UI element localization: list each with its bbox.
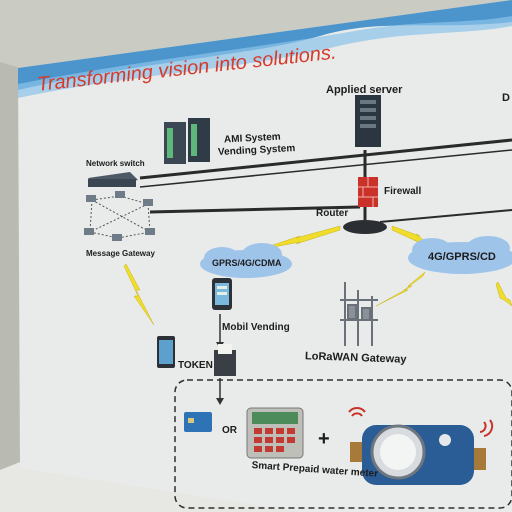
cloud-right-shape: [408, 236, 512, 274]
meter-dashed-box: [174, 379, 512, 509]
receipt-printer-icon: [214, 344, 236, 376]
wave-banner: [18, 0, 512, 90]
router-right-line: [379, 209, 512, 223]
ami-server-icon: [164, 118, 210, 164]
mobil-vending-label: Mobil Vending: [222, 322, 290, 333]
token-label: TOKEN: [178, 360, 213, 371]
mobile-phone-icon: [212, 278, 232, 310]
token-tablet-icon: [157, 336, 175, 368]
backbone-line-top: [139, 138, 512, 180]
wifi-signal-icons: [348, 407, 494, 437]
water-meter-icon: [350, 424, 486, 485]
plus-label: +: [318, 428, 330, 450]
ic-card-icon: [184, 412, 212, 432]
cloud-left-label: GPRS/4G/CDMA: [212, 258, 282, 268]
firewall-label: Firewall: [384, 186, 422, 197]
firewall-icon: [358, 177, 378, 207]
message-gateway-label: Message Gateway: [86, 249, 155, 258]
applied-server-label: Applied server: [326, 84, 403, 96]
network-switch-label: Network switch: [86, 159, 145, 168]
partial-top-right-label: D: [502, 92, 510, 104]
router-icon: [343, 220, 387, 234]
applied-server-icon: [355, 95, 381, 147]
network-switch-icon: [88, 172, 138, 187]
cloud-left-shape: [200, 243, 292, 278]
cloud-right-label: 4G/GPRS/CD: [428, 251, 496, 263]
computer-icons: [84, 191, 155, 241]
keypad-device-icon: [246, 407, 304, 459]
wave-highlight: [18, 16, 512, 98]
router-label: Router: [316, 208, 349, 219]
backbone-line-thin: [139, 149, 512, 188]
or-label: OR: [222, 425, 237, 436]
left-wall-edge: [0, 62, 20, 470]
lorawan-tower-icon: [340, 282, 378, 346]
router-line: [149, 205, 361, 214]
